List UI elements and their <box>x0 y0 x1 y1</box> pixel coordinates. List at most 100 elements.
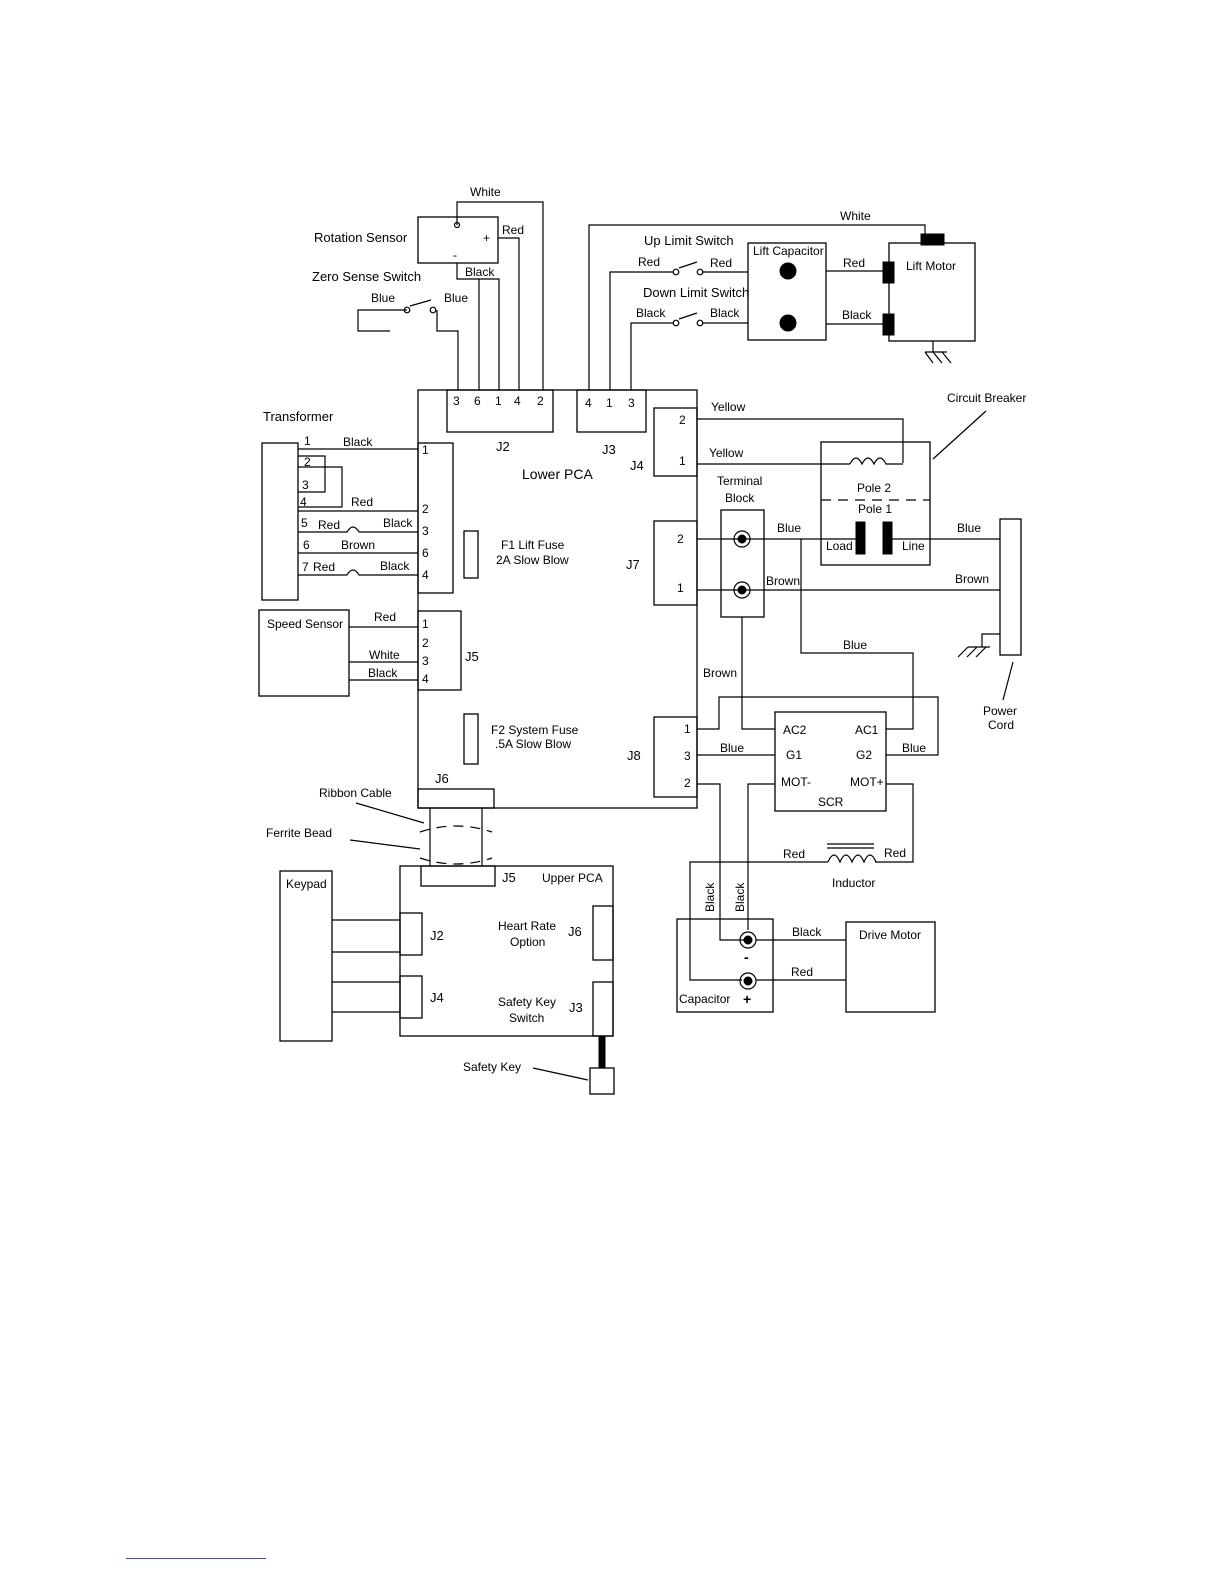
capacitor: - + Capacitor <box>676 918 774 1013</box>
circuit-breaker: Pole 2 Pole 1 Load Line Circuit Breaker <box>820 391 1026 566</box>
f2-label-1: F2 System Fuse <box>491 723 579 737</box>
lift-capacitor: Lift Capacitor <box>747 242 827 341</box>
upper-connector-j6 <box>592 905 614 961</box>
wire-label-ss-white: White <box>369 648 400 662</box>
speed-sensor-label: Speed Sensor <box>267 617 343 631</box>
wire-label-zero-blue-r: Blue <box>444 291 468 305</box>
upper-j5-label: J5 <box>502 870 516 885</box>
scr-mot-plus: MOT+ <box>850 775 884 789</box>
wire-label-white-top: White <box>470 185 501 199</box>
j1-pin-1: 1 <box>422 443 429 457</box>
wire-label-pc-brown: Brown <box>955 572 989 586</box>
safety-key-label: Safety Key <box>463 1060 521 1074</box>
scr-label: SCR <box>818 795 844 809</box>
j7-label: J7 <box>626 557 640 572</box>
j5-pin-4: 4 <box>422 672 429 686</box>
j1-pin-4: 4 <box>422 568 429 582</box>
scr-g2: G2 <box>856 748 872 762</box>
wire-label-scr-blue-top: Blue <box>843 638 867 652</box>
j3-pin-3: 3 <box>628 396 635 410</box>
upper-connector-j2 <box>399 912 423 956</box>
pole1-label: Pole 1 <box>858 502 892 516</box>
wire-label-yellow-2: Yellow <box>709 446 744 460</box>
j1-pin-6: 6 <box>422 546 429 560</box>
speed-sensor: Speed Sensor <box>258 609 350 697</box>
connector-j6 <box>417 788 495 809</box>
wire-label-tb-blue: Blue <box>777 521 801 535</box>
upper-pca-label: Upper PCA <box>542 871 603 885</box>
wire-label-yellow-1: Yellow <box>711 400 746 414</box>
inductor-label: Inductor <box>832 876 875 890</box>
f2-label-2: .5A Slow Blow <box>495 737 571 751</box>
j2-label: J2 <box>496 439 510 454</box>
j3-label: J3 <box>602 442 616 457</box>
lift-white-wire <box>588 224 926 390</box>
connector-j1 <box>417 442 454 594</box>
power-cord: Power Cord <box>957 518 1022 732</box>
tr-pin-6: 6 <box>303 538 310 552</box>
footer-rule <box>126 1558 266 1559</box>
lift-motor-terminal-top <box>920 233 945 246</box>
connector-j2 <box>446 389 554 433</box>
scr-ac1: AC1 <box>855 723 879 737</box>
down-limit-switch-label: Down Limit Switch <box>643 285 749 300</box>
circuit-breaker-label: Circuit Breaker <box>947 391 1026 405</box>
j2-pin-2: 2 <box>537 394 544 408</box>
j7-pin-2: 2 <box>677 532 684 546</box>
tr-pin-4: 4 <box>300 495 307 509</box>
f2-fuse <box>463 713 479 765</box>
terminal-block-label-2: Block <box>725 491 755 505</box>
wire-label-motor-black: Black <box>842 308 872 322</box>
j5-label: J5 <box>465 649 479 664</box>
rotation-sensor: + - Rotation Sensor <box>314 216 499 264</box>
tr-pin-5: 5 <box>301 516 308 530</box>
up-limit-switch-label: Up Limit Switch <box>644 233 734 248</box>
connector-j5 <box>417 610 462 691</box>
j3-pin-1: 1 <box>606 396 613 410</box>
wire-label-tb-brown: Brown <box>766 574 800 588</box>
wire-label-ss-red: Red <box>374 610 396 624</box>
j1-pin-3: 3 <box>422 524 429 538</box>
j1-pin-2: 2 <box>422 502 429 516</box>
wire-label-dm-black: Black <box>792 925 822 939</box>
wire-label-up-red-r: Red <box>710 256 732 270</box>
minus-symbol: - <box>453 248 457 262</box>
zero-sense-switch-label: Zero Sense Switch <box>312 269 421 284</box>
terminal-block-label-1: Terminal <box>717 474 762 488</box>
zero-sense-switch: Zero Sense Switch Blue Blue <box>312 269 468 390</box>
wire-label-lift-white: White <box>840 209 871 223</box>
j2-pin-3: 3 <box>453 394 460 408</box>
wire-label-down-black-l: Black <box>636 306 666 320</box>
j8-pin-2: 2 <box>684 776 691 790</box>
lift-motor-label: Lift Motor <box>906 259 956 273</box>
wire-label-pc-blue: Blue <box>957 521 981 535</box>
connector-j3 <box>576 389 647 433</box>
safety-key-switch-label-1: Safety Key <box>498 995 556 1009</box>
safety-key-switch-label-2: Switch <box>509 1011 544 1025</box>
wire-label-tr-brown: Brown <box>341 538 375 552</box>
ribbon-cable-label: Ribbon Cable <box>319 786 392 800</box>
tr-pin-2: 2 <box>304 455 311 469</box>
line-label: Line <box>902 539 925 553</box>
drive-motor-label: Drive Motor <box>859 928 921 942</box>
connector-j4 <box>653 407 698 477</box>
wire-label-cap-black-v1: Black <box>703 882 717 912</box>
j4-label: J4 <box>630 458 644 473</box>
j2-pin-1: 1 <box>495 394 502 408</box>
wire-label-g2-blue: Blue <box>902 741 926 755</box>
connector-j8 <box>653 716 698 798</box>
plus-symbol: + <box>483 231 490 245</box>
tr-pin-3: 3 <box>302 478 309 492</box>
lower-pca: Lower PCA 3 6 1 4 2 J2 4 1 3 J3 2 1 J4 1… <box>417 389 698 809</box>
safety-key: Safety Key <box>463 1035 615 1095</box>
j2-pin-4: 4 <box>514 394 521 408</box>
upper-connector-j5 <box>420 865 496 887</box>
j7-pin-1: 1 <box>677 581 684 595</box>
upper-j6-label: J6 <box>568 924 582 939</box>
upper-j2-label: J2 <box>430 928 444 943</box>
wire-label-rot-red: Red <box>502 223 524 237</box>
wire-label-tr-black: Black <box>343 435 373 449</box>
terminal-block: Terminal Block <box>717 474 765 618</box>
connector-j7 <box>653 520 698 606</box>
wire-label-up-red-l: Red <box>638 255 660 269</box>
